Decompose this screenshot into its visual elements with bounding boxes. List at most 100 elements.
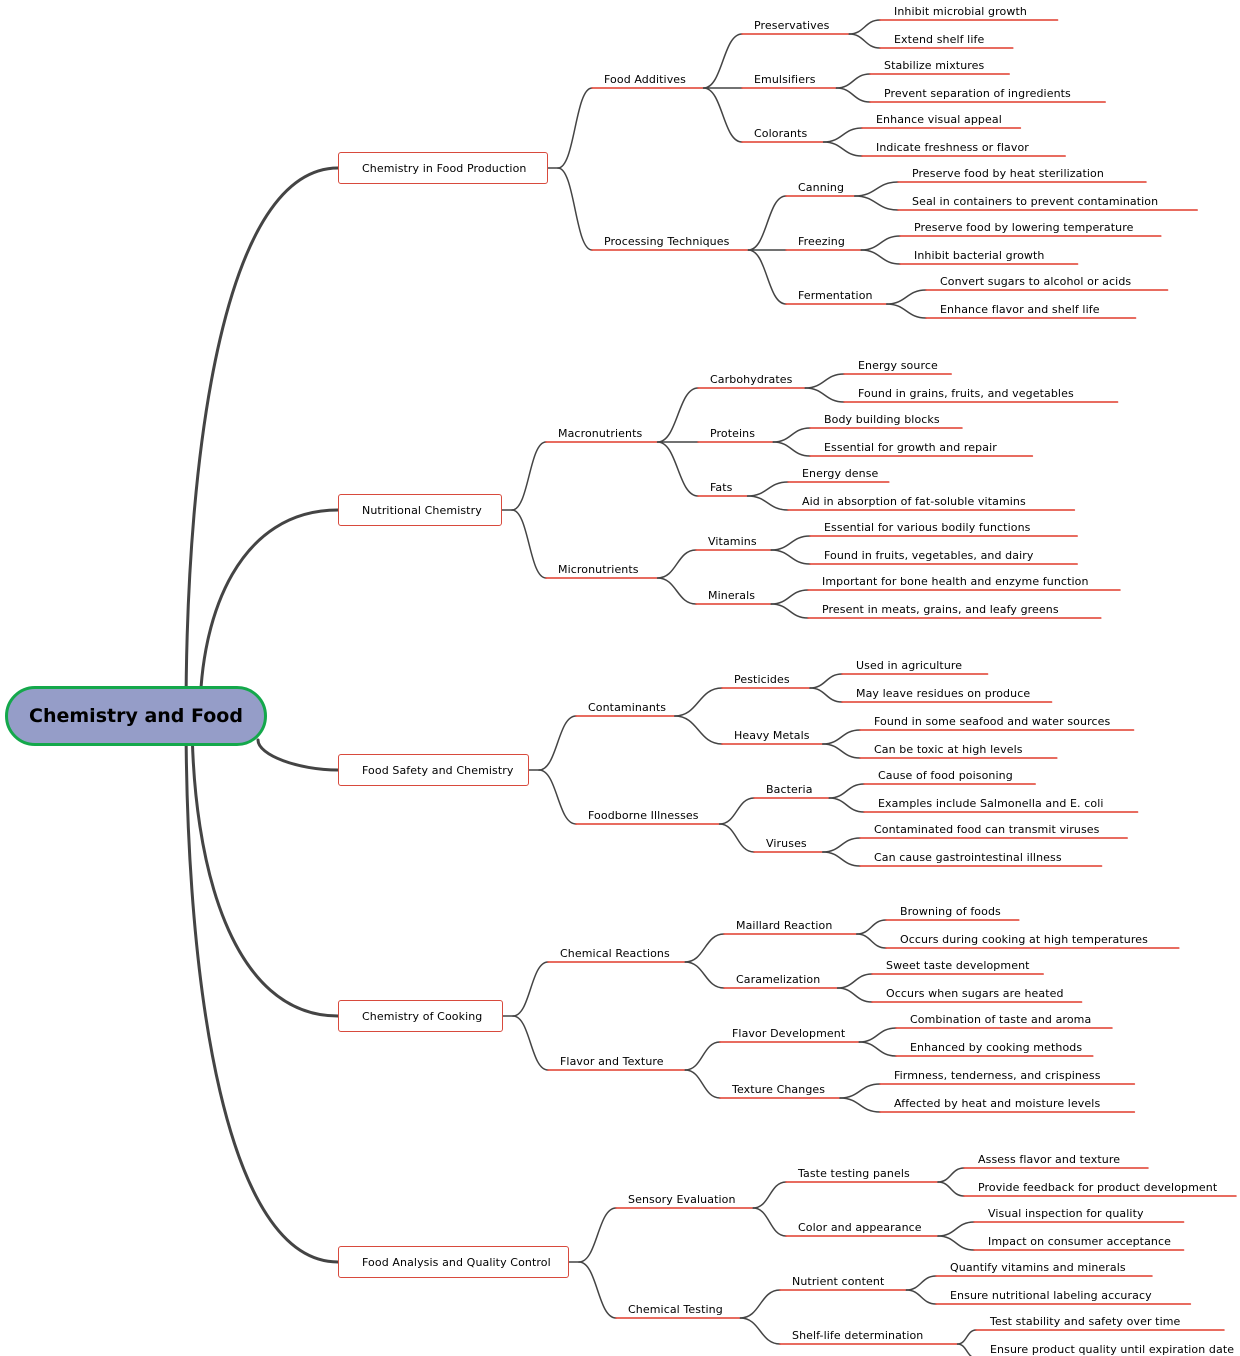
node-chemical-reactions[interactable]: Chemical Reactions (560, 947, 670, 960)
node-nutrient-content[interactable]: Nutrient content (792, 1275, 885, 1288)
leaf-visual-inspection-for-quality[interactable]: Visual inspection for quality (988, 1207, 1144, 1220)
node-freezing[interactable]: Freezing (798, 235, 845, 248)
leaf-energy-dense[interactable]: Energy dense (802, 467, 879, 480)
branch-node-nutritional-chemistry[interactable]: Nutritional Chemistry (338, 494, 502, 526)
branch-node-chemistry-in-food-production[interactable]: Chemistry in Food Production (338, 152, 548, 184)
node-sensory-evaluation[interactable]: Sensory Evaluation (628, 1193, 736, 1206)
node-chemical-testing[interactable]: Chemical Testing (628, 1303, 723, 1316)
link-leaf-occurs-during-cooking-at-high-temperatur (856, 933, 887, 949)
leaf-found-in-some-seafood-and-water-sources[interactable]: Found in some seafood and water sources (874, 715, 1111, 728)
node-processing-techniques[interactable]: Processing Techniques (604, 235, 730, 248)
link-shelf-life-determination (739, 1317, 781, 1345)
node-proteins[interactable]: Proteins (710, 427, 756, 440)
leaf-may-leave-residues-on-produce[interactable]: May leave residues on produce (856, 687, 1031, 700)
node-macronutrients[interactable]: Macronutrients (558, 427, 643, 440)
node-micronutrients[interactable]: Micronutrients (558, 563, 639, 576)
leaf-sweet-taste-development[interactable]: Sweet taste development (886, 959, 1030, 972)
branch-node-food-analysis-and-quality-control[interactable]: Food Analysis and Quality Control (338, 1246, 569, 1278)
branch-node-chemistry-of-cooking[interactable]: Chemistry of Cooking (338, 1000, 503, 1032)
node-preservatives[interactable]: Preservatives (754, 19, 830, 32)
leaf-cause-of-food-poisoning[interactable]: Cause of food poisoning (878, 769, 1013, 782)
leaf-affected-by-heat-and-moisture-levels[interactable]: Affected by heat and moisture levels (894, 1097, 1101, 1110)
link-leaf-enhanced-by-cooking-methods (858, 1041, 897, 1057)
node-texture-changes[interactable]: Texture Changes (732, 1083, 826, 1096)
node-shelf-life-determination[interactable]: Shelf-life determination (792, 1329, 924, 1342)
link-macronutrients (511, 441, 547, 511)
leaf-occurs-during-cooking-at-high-temperatur[interactable]: Occurs during cooking at high temperatur… (900, 933, 1148, 946)
node-pesticides[interactable]: Pesticides (734, 673, 790, 686)
node-colorants[interactable]: Colorants (754, 127, 808, 140)
leaf-examples-include-salmonella-and-e-coli[interactable]: Examples include Salmonella and E. coli (878, 797, 1104, 810)
leaf-stabilize-mixtures[interactable]: Stabilize mixtures (884, 59, 985, 72)
node-vitamins[interactable]: Vitamins (708, 535, 757, 548)
root-node[interactable]: Chemistry and Food (5, 686, 267, 746)
branch-label: Chemistry of Cooking (362, 1009, 483, 1023)
leaf-body-building-blocks[interactable]: Body building blocks (824, 413, 940, 426)
node-fermentation[interactable]: Fermentation (798, 289, 873, 302)
leaf-inhibit-bacterial-growth[interactable]: Inhibit bacterial growth (914, 249, 1045, 262)
node-flavor-and-texture[interactable]: Flavor and Texture (560, 1055, 664, 1068)
leaf-indicate-freshness-or-flavor[interactable]: Indicate freshness or flavor (876, 141, 1029, 154)
leaf-convert-sugars-to-alcohol-or-acids[interactable]: Convert sugars to alcohol or acids (940, 275, 1132, 288)
leaf-enhance-visual-appeal[interactable]: Enhance visual appeal (876, 113, 1002, 126)
link-leaf-may-leave-residues-on-produce (809, 687, 843, 703)
leaf-prevent-separation-of-ingredients[interactable]: Prevent separation of ingredients (884, 87, 1071, 100)
node-fats[interactable]: Fats (710, 481, 733, 494)
leaf-found-in-fruits-vegetables-and-dairy[interactable]: Found in fruits, vegetables, and dairy (824, 549, 1034, 562)
node-foodborne-illnesses[interactable]: Foodborne Illnesses (588, 809, 699, 822)
node-food-additives[interactable]: Food Additives (604, 73, 687, 86)
node-emulsifiers[interactable]: Emulsifiers (754, 73, 816, 86)
leaf-firmness-tenderness-and-crispiness[interactable]: Firmness, tenderness, and crispiness (894, 1069, 1101, 1082)
leaf-present-in-meats-grains-and-leafy-greens[interactable]: Present in meats, grains, and leafy gree… (822, 603, 1059, 616)
leaf-quantify-vitamins-and-minerals[interactable]: Quantify vitamins and minerals (950, 1261, 1126, 1274)
leaf-can-be-toxic-at-high-levels[interactable]: Can be toxic at high levels (874, 743, 1023, 756)
node-caramelization[interactable]: Caramelization (736, 973, 821, 986)
leaf-preserve-food-by-lowering-temperature[interactable]: Preserve food by lowering temperature (914, 221, 1134, 234)
node-bacteria[interactable]: Bacteria (766, 783, 813, 796)
node-flavor-development[interactable]: Flavor Development (732, 1027, 846, 1040)
node-contaminants[interactable]: Contaminants (588, 701, 667, 714)
leaf-ensure-product-quality-until-expiration-[interactable]: Ensure product quality until expiration … (990, 1343, 1235, 1356)
leaf-inhibit-microbial-growth[interactable]: Inhibit microbial growth (894, 5, 1027, 18)
link-caramelization (684, 961, 725, 989)
link-leaf-browning-of-foods (856, 919, 887, 935)
branch-node-food-safety-and-chemistry[interactable]: Food Safety and Chemistry (338, 754, 529, 786)
leaf-energy-source[interactable]: Energy source (858, 359, 938, 372)
leaf-important-for-bone-health-and-enzyme-fun[interactable]: Important for bone health and enzyme fun… (822, 575, 1089, 588)
leaf-enhance-flavor-and-shelf-life[interactable]: Enhance flavor and shelf life (940, 303, 1100, 316)
link-leaf-found-in-fruits-vegetables-and-dairy (770, 549, 811, 565)
leaf-found-in-grains-fruits-and-vegetables[interactable]: Found in grains, fruits, and vegetables (858, 387, 1074, 400)
leaf-preserve-food-by-heat-sterilization[interactable]: Preserve food by heat sterilization (912, 167, 1104, 180)
node-carbohydrates[interactable]: Carbohydrates (710, 373, 793, 386)
leaf-test-stability-and-safety-over-time[interactable]: Test stability and safety over time (990, 1315, 1181, 1328)
link-contaminants (538, 715, 577, 771)
node-maillard-reaction[interactable]: Maillard Reaction (736, 919, 833, 932)
node-viruses[interactable]: Viruses (766, 837, 807, 850)
link-bacteria (718, 797, 755, 825)
leaf-used-in-agriculture[interactable]: Used in agriculture (856, 659, 963, 672)
leaf-contaminated-food-can-transmit-viruses[interactable]: Contaminated food can transmit viruses (874, 823, 1100, 836)
leaf-essential-for-growth-and-repair[interactable]: Essential for growth and repair (824, 441, 997, 454)
leaf-impact-on-consumer-acceptance[interactable]: Impact on consumer acceptance (988, 1235, 1172, 1248)
link-texture-changes (684, 1069, 721, 1099)
leaf-aid-in-absorption-of-fat-soluble-vitamin[interactable]: Aid in absorption of fat-soluble vitamin… (802, 495, 1026, 508)
leaf-extend-shelf-life[interactable]: Extend shelf life (894, 33, 985, 46)
leaf-combination-of-taste-and-aroma[interactable]: Combination of taste and aroma (910, 1013, 1092, 1026)
node-color-and-appearance[interactable]: Color and appearance (798, 1221, 922, 1234)
leaf-provide-feedback-for-product-development[interactable]: Provide feedback for product development (978, 1181, 1218, 1194)
leaf-essential-for-various-bodily-functions[interactable]: Essential for various bodily functions (824, 521, 1031, 534)
leaf-can-cause-gastrointestinal-illness[interactable]: Can cause gastrointestinal illness (874, 851, 1062, 864)
leaf-seal-in-containers-to-prevent-contaminat[interactable]: Seal in containers to prevent contaminat… (912, 195, 1159, 208)
link-leaf-aid-in-absorption-of-fat-soluble-vitamin (746, 495, 789, 511)
node-minerals[interactable]: Minerals (708, 589, 756, 602)
node-heavy-metals[interactable]: Heavy Metals (734, 729, 810, 742)
leaf-assess-flavor-and-texture[interactable]: Assess flavor and texture (978, 1153, 1121, 1166)
leaf-occurs-when-sugars-are-heated[interactable]: Occurs when sugars are heated (886, 987, 1064, 1000)
node-taste-testing-panels[interactable]: Taste testing panels (798, 1167, 910, 1180)
leaf-ensure-nutritional-labeling-accuracy[interactable]: Ensure nutritional labeling accuracy (950, 1289, 1152, 1302)
link-root-chemistry-of-cooking (190, 714, 340, 1018)
leaf-browning-of-foods[interactable]: Browning of foods (900, 905, 1001, 918)
node-canning[interactable]: Canning (798, 181, 845, 194)
link-foodborne-illnesses (538, 769, 577, 825)
leaf-enhanced-by-cooking-methods[interactable]: Enhanced by cooking methods (910, 1041, 1083, 1054)
